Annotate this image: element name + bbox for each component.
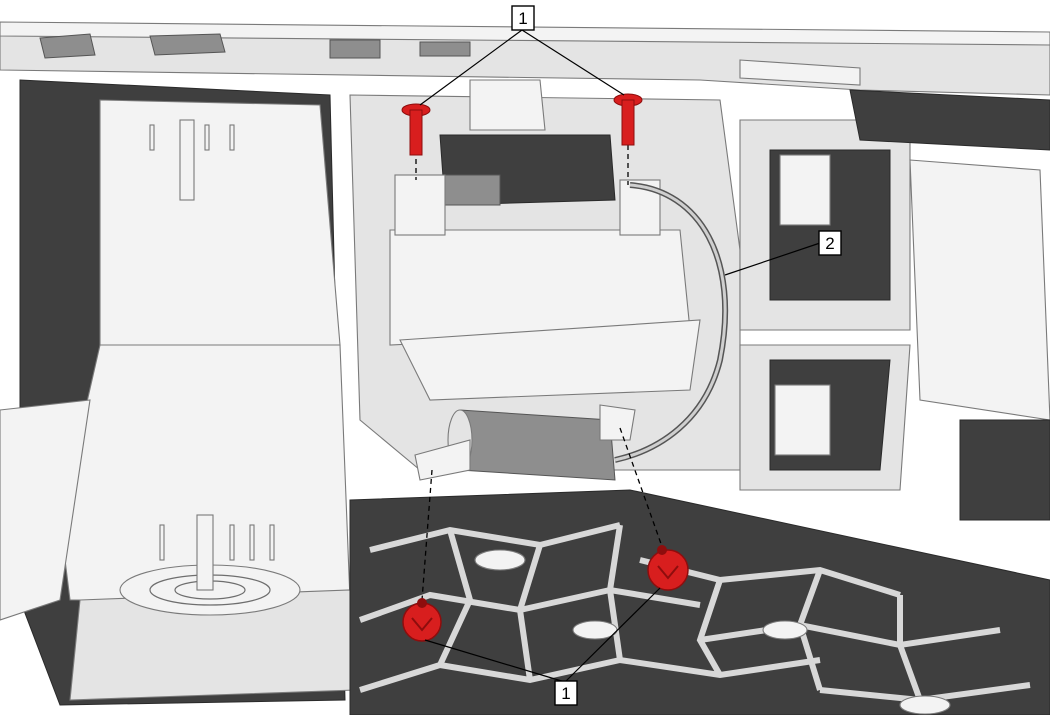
push-pin-icon	[613, 93, 643, 146]
upper-pins	[149, 119, 235, 201]
control-module	[394, 134, 661, 236]
callout-1-bottom-label: 1	[561, 684, 570, 703]
fastener-bottom-right	[647, 545, 689, 591]
callout-2-label: 2	[825, 234, 834, 253]
blower-resistor	[414, 404, 636, 481]
callout-1-top: 1	[511, 5, 535, 31]
leader-lines	[419, 29, 821, 683]
lower-outlet	[69, 514, 356, 701]
callout-1-top-label: 1	[518, 9, 527, 28]
bolt-head-icon	[402, 598, 442, 642]
fastener-top-right	[613, 93, 643, 146]
left-duct-housing	[0, 79, 356, 706]
fastener-bottom-left	[402, 598, 442, 642]
callout-2: 2	[818, 230, 842, 256]
fastener-top-left	[401, 103, 431, 156]
bolt-head-icon	[647, 545, 689, 591]
push-pin-icon	[401, 103, 431, 156]
floor-grille	[349, 489, 1050, 715]
callout-1-bottom: 1	[554, 680, 578, 706]
right-brackets	[739, 89, 1050, 521]
